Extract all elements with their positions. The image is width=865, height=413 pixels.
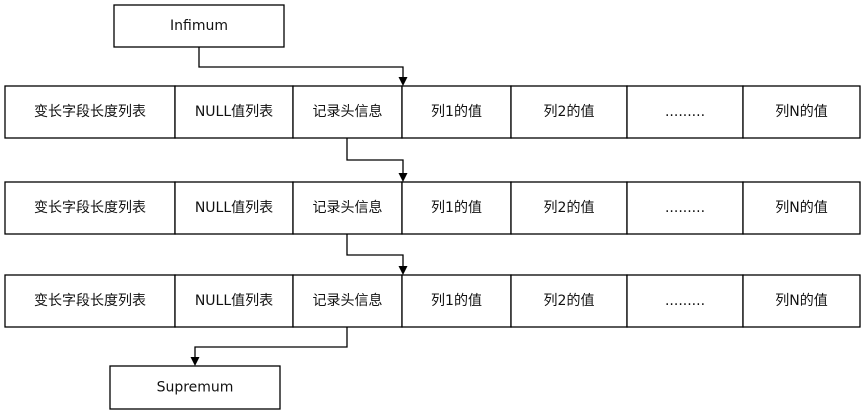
row-1-label-ellipsis: .........: [665, 104, 705, 120]
row-1-field-variable-length-list: [4, 85, 176, 139]
arrow-head-row-2: [398, 173, 408, 182]
row-2-label-null-list: NULL值列表: [195, 200, 273, 216]
row-1-label-column-n: 列N的值: [775, 104, 827, 120]
infimum-box: [113, 4, 285, 48]
row-3-label-ellipsis: .........: [665, 293, 705, 309]
row-3-field-ellipsis: [626, 274, 744, 328]
record-row-3: 变长字段长度列表 NULL值列表 记录头信息 列1的值 列2的值 .......…: [4, 274, 861, 328]
row-2-label-ellipsis: .........: [665, 200, 705, 216]
row-3-field-column-1: [401, 274, 512, 328]
connector-row-2-to-row-3: [346, 234, 404, 266]
connector-infimum-to-row-1: [198, 47, 404, 77]
row-3-field-column-n: [742, 274, 861, 328]
row-1-label-null-list: NULL值列表: [195, 104, 273, 120]
row-1-field-column-1: [401, 85, 512, 139]
row-3-field-null-list: [174, 274, 294, 328]
row-1-field-null-list: [174, 85, 294, 139]
row-3-field-variable-length-list: [4, 274, 176, 328]
row-3-label-record-header: 记录头信息: [313, 292, 383, 309]
row-1-label-record-header: 记录头信息: [313, 103, 383, 120]
row-2-label-variable-length-list: 变长字段长度列表: [34, 200, 146, 216]
row-3-label-column-1: 列1的值: [431, 293, 482, 309]
row-1-field-column-2: [510, 85, 628, 139]
connector-row-1-to-row-2: [346, 138, 404, 173]
row-1-field-column-n: [742, 85, 861, 139]
row-3-field-column-2: [510, 274, 628, 328]
row-1-field-ellipsis: [626, 85, 744, 139]
row-2-field-column-n: [742, 181, 861, 235]
row-2-label-column-1: 列1的值: [431, 200, 482, 216]
row-3-label-null-list: NULL值列表: [195, 293, 273, 309]
record-row-1: 变长字段长度列表 NULL值列表 记录头信息 列1的值 列2的值 .......…: [4, 85, 861, 139]
arrow-head-row-1: [398, 77, 408, 86]
supremum-box: [109, 365, 281, 410]
row-2-field-column-2: [510, 181, 628, 235]
row-1-label-column-2: 列2的值: [544, 104, 595, 120]
infimum-label: Infimum: [170, 18, 228, 34]
record-row-2: 变长字段长度列表 NULL值列表 记录头信息 列1的值 列2的值 .......…: [4, 181, 861, 235]
row-3-label-variable-length-list: 变长字段长度列表: [34, 293, 146, 309]
row-3-label-column-n: 列N的值: [775, 293, 827, 309]
row-2-field-ellipsis: [626, 181, 744, 235]
row-2-field-variable-length-list: [4, 181, 176, 235]
row-3-label-column-2: 列2的值: [544, 293, 595, 309]
arrow-head-supremum: [190, 357, 200, 366]
row-2-field-null-list: [174, 181, 294, 235]
row-2-label-column-n: 列N的值: [775, 200, 827, 216]
row-1-label-column-1: 列1的值: [431, 104, 482, 120]
connector-row-3-to-supremum: [194, 327, 348, 357]
row-3-field-record-header: [292, 274, 403, 328]
row-2-label-column-2: 列2的值: [544, 200, 595, 216]
supremum-label: Supremum: [157, 380, 234, 396]
row-1-label-variable-length-list: 变长字段长度列表: [34, 104, 146, 120]
arrow-head-row-3: [398, 266, 408, 275]
row-2-field-column-1: [401, 181, 512, 235]
row-2-label-record-header: 记录头信息: [313, 199, 383, 216]
